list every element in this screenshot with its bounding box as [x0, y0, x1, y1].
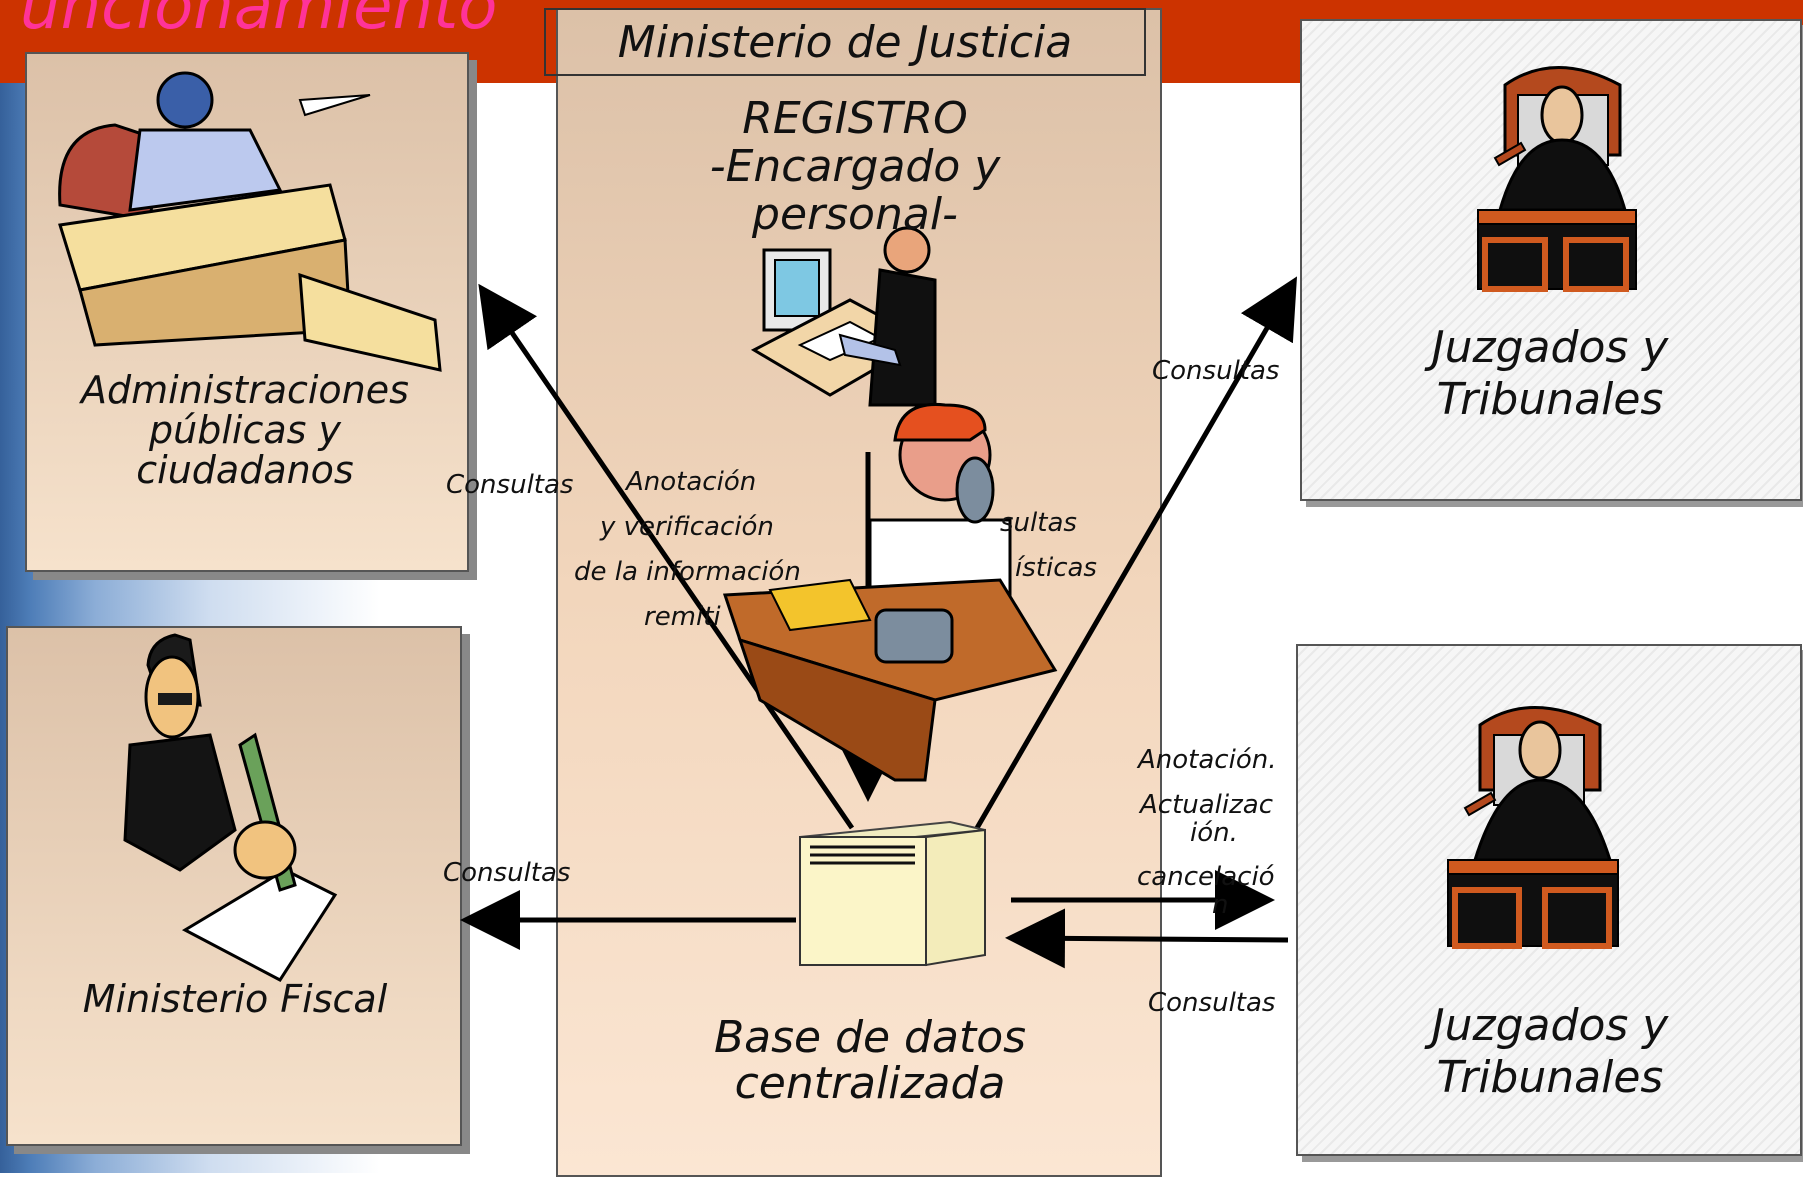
estadisticas-label-2: ísticas	[1015, 553, 1097, 583]
ministerio-fiscal-box	[6, 626, 462, 1146]
actualizacion-label-5: n	[1212, 890, 1229, 920]
phone-clerk-clipart	[722, 402, 1058, 782]
juzgados-bottom-label: Juzgados y Tribunales	[1310, 1000, 1790, 1104]
actualizacion-label-1: Anotación.	[1138, 745, 1277, 775]
actualizacion-label-3: ión.	[1190, 818, 1238, 848]
administraciones-line2: públicas y	[149, 408, 341, 452]
ministerio-title: Ministerio de Justicia	[544, 8, 1146, 76]
registro-line3: personal-	[752, 189, 958, 240]
juzgados-bottom-line2: Tribunales	[1436, 1052, 1664, 1103]
juzgados-bottom-line1: Juzgados y	[1431, 1000, 1669, 1051]
juzgados-top-line1: Juzgados y	[1431, 322, 1669, 373]
lawyer-signing-clipart	[123, 633, 338, 982]
database-label: Base de datos centralizada	[650, 1015, 1090, 1107]
database-line2: centralizada	[734, 1058, 1006, 1109]
anotacion-label-3: de la información	[574, 557, 801, 587]
estadisticas-label-1: sultas	[1000, 508, 1077, 538]
judge-clipart-top	[1477, 66, 1637, 292]
ministerio-column	[556, 8, 1162, 1177]
registro-line2: -Encargado y	[709, 141, 1001, 192]
database-line1: Base de datos	[713, 1012, 1027, 1063]
actualizacion-label-2: Actualizac	[1140, 790, 1274, 820]
anotacion-label-1: Anotación	[626, 467, 757, 497]
administraciones-label: Administraciones públicas y ciudadanos	[40, 370, 450, 490]
registro-line1: REGISTRO	[742, 93, 968, 144]
actualizacion-label-4: cancelació	[1137, 862, 1275, 892]
consultas-admin-label: Consultas	[446, 470, 574, 500]
consultas-fiscal-label: Consultas	[443, 858, 571, 888]
juzgados-top-label: Juzgados y Tribunales	[1310, 322, 1790, 426]
juzgados-top-line2: Tribunales	[1436, 374, 1664, 425]
administraciones-line1: Administraciones	[81, 368, 409, 412]
computer-operator-clipart	[750, 226, 937, 407]
registro-label: REGISTRO -Encargado y personal-	[620, 95, 1090, 239]
judge-clipart-bottom	[1447, 706, 1619, 949]
administraciones-line3: ciudadanos	[136, 448, 354, 492]
anotacion-label-2: y verificación	[600, 512, 774, 542]
ministerio-fiscal-label: Ministerio Fiscal	[82, 977, 388, 1021]
database-server-icon	[799, 820, 986, 967]
executive-desk-clipart	[58, 71, 442, 372]
slide-title: uncionamiento	[20, 0, 498, 44]
consultas-juzgados-top-label: Consultas	[1152, 356, 1280, 386]
anotacion-label-4: remiti	[644, 602, 721, 632]
consultas-juzgados-bottom-label: Consultas	[1148, 988, 1276, 1018]
